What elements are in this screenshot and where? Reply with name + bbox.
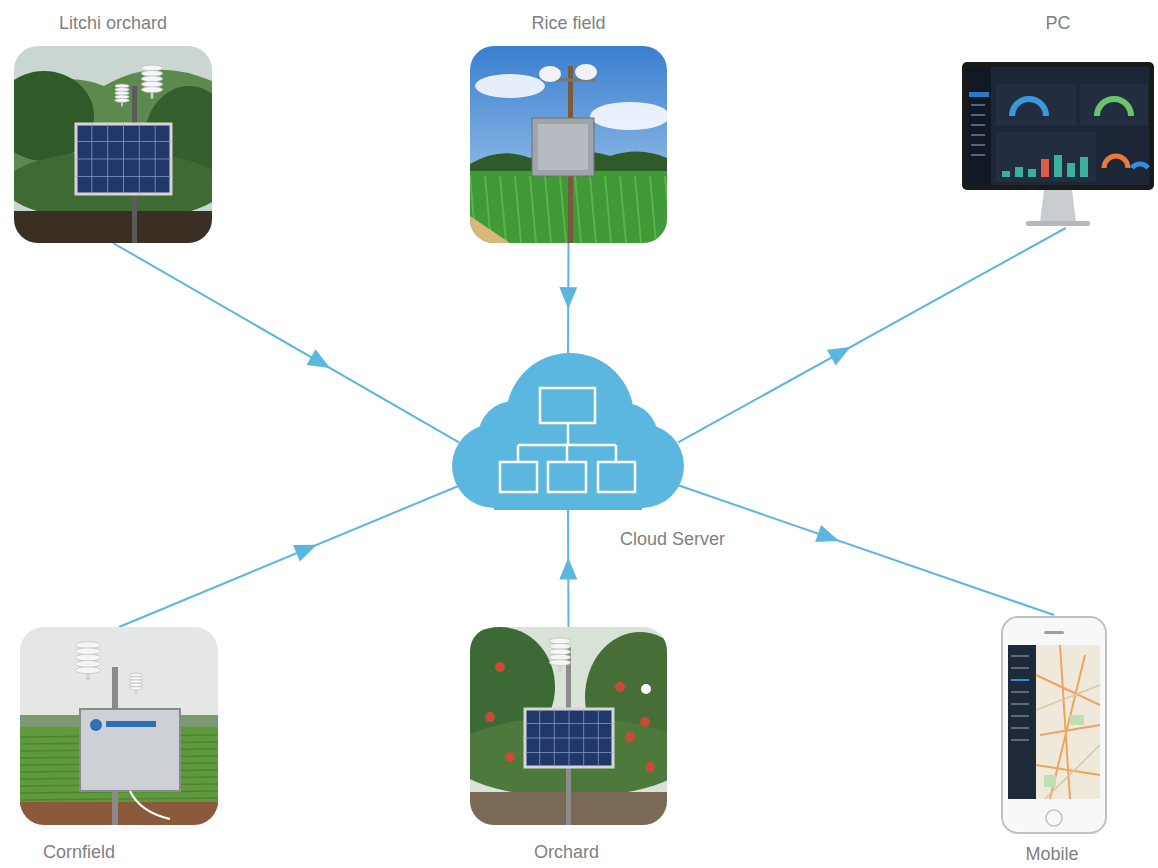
litchi-illustration	[14, 46, 212, 243]
connector-line	[678, 228, 1065, 442]
phone-node: Mobile	[1000, 615, 1108, 835]
orchard-illustration	[470, 627, 667, 825]
node-label: Orchard	[532, 841, 601, 863]
mobile-illustration	[1000, 615, 1108, 835]
node-label: Cloud Server	[618, 528, 727, 550]
rice-illustration	[470, 46, 667, 243]
node-label: Rice field	[529, 12, 607, 34]
arrow-head	[815, 525, 839, 542]
connector	[113, 243, 459, 442]
connector-line	[119, 485, 460, 627]
connector-line	[113, 243, 459, 442]
node-label: Cornfield	[41, 841, 117, 863]
connector	[559, 243, 577, 353]
connector	[119, 485, 460, 627]
arrow-head	[827, 347, 851, 366]
cloud-illustration	[452, 345, 684, 510]
photo-node: Cornfield	[20, 627, 218, 825]
photo-node: Orchard	[470, 627, 667, 825]
connector	[678, 228, 1065, 442]
connector-line	[678, 485, 1054, 615]
photo-node: Rice field	[470, 46, 667, 243]
arrow-head	[559, 558, 577, 580]
node-label: PC	[1043, 12, 1072, 34]
cloud-node: Cloud Server	[452, 345, 684, 510]
connector	[559, 510, 577, 627]
node-label: Litchi orchard	[57, 12, 169, 34]
arrow-head	[307, 349, 331, 368]
arrow-head	[559, 287, 577, 309]
connector	[678, 485, 1054, 615]
node-label: Mobile	[1023, 843, 1080, 865]
corn-illustration	[20, 627, 218, 825]
arrow-head	[293, 545, 317, 562]
pc-illustration	[962, 62, 1154, 228]
photo-node: Litchi orchard	[14, 46, 212, 243]
monitor-node: PC	[962, 62, 1154, 228]
